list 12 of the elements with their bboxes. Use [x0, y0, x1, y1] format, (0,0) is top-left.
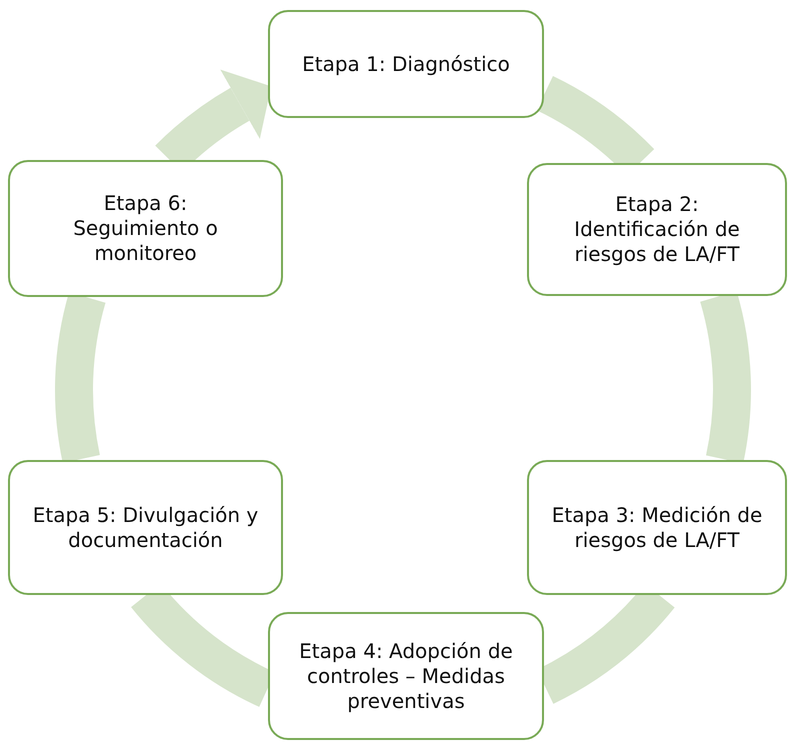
stage-box — [268, 612, 544, 740]
stage-label: Etapa 4: Adopción de controles – Medidas preventivas — [298, 638, 514, 714]
stage-label: Etapa 2: Identificación de riesgos de LA/FT — [573, 192, 741, 267]
stage-box — [527, 460, 787, 595]
stage-box — [268, 10, 544, 118]
stage-label: Etapa 1: Diagnóstico — [302, 52, 510, 76]
stage-box — [527, 163, 787, 296]
stage-label: Etapa 6: Seguimiento o monitoreo — [72, 191, 219, 266]
stage-label: Etapa 5: Divulgación y documentación — [32, 502, 260, 552]
stage-label: Etapa 3: Medición de riesgos de LA/FT — [550, 502, 764, 552]
stage-box — [8, 160, 283, 297]
stage-box — [8, 460, 283, 595]
